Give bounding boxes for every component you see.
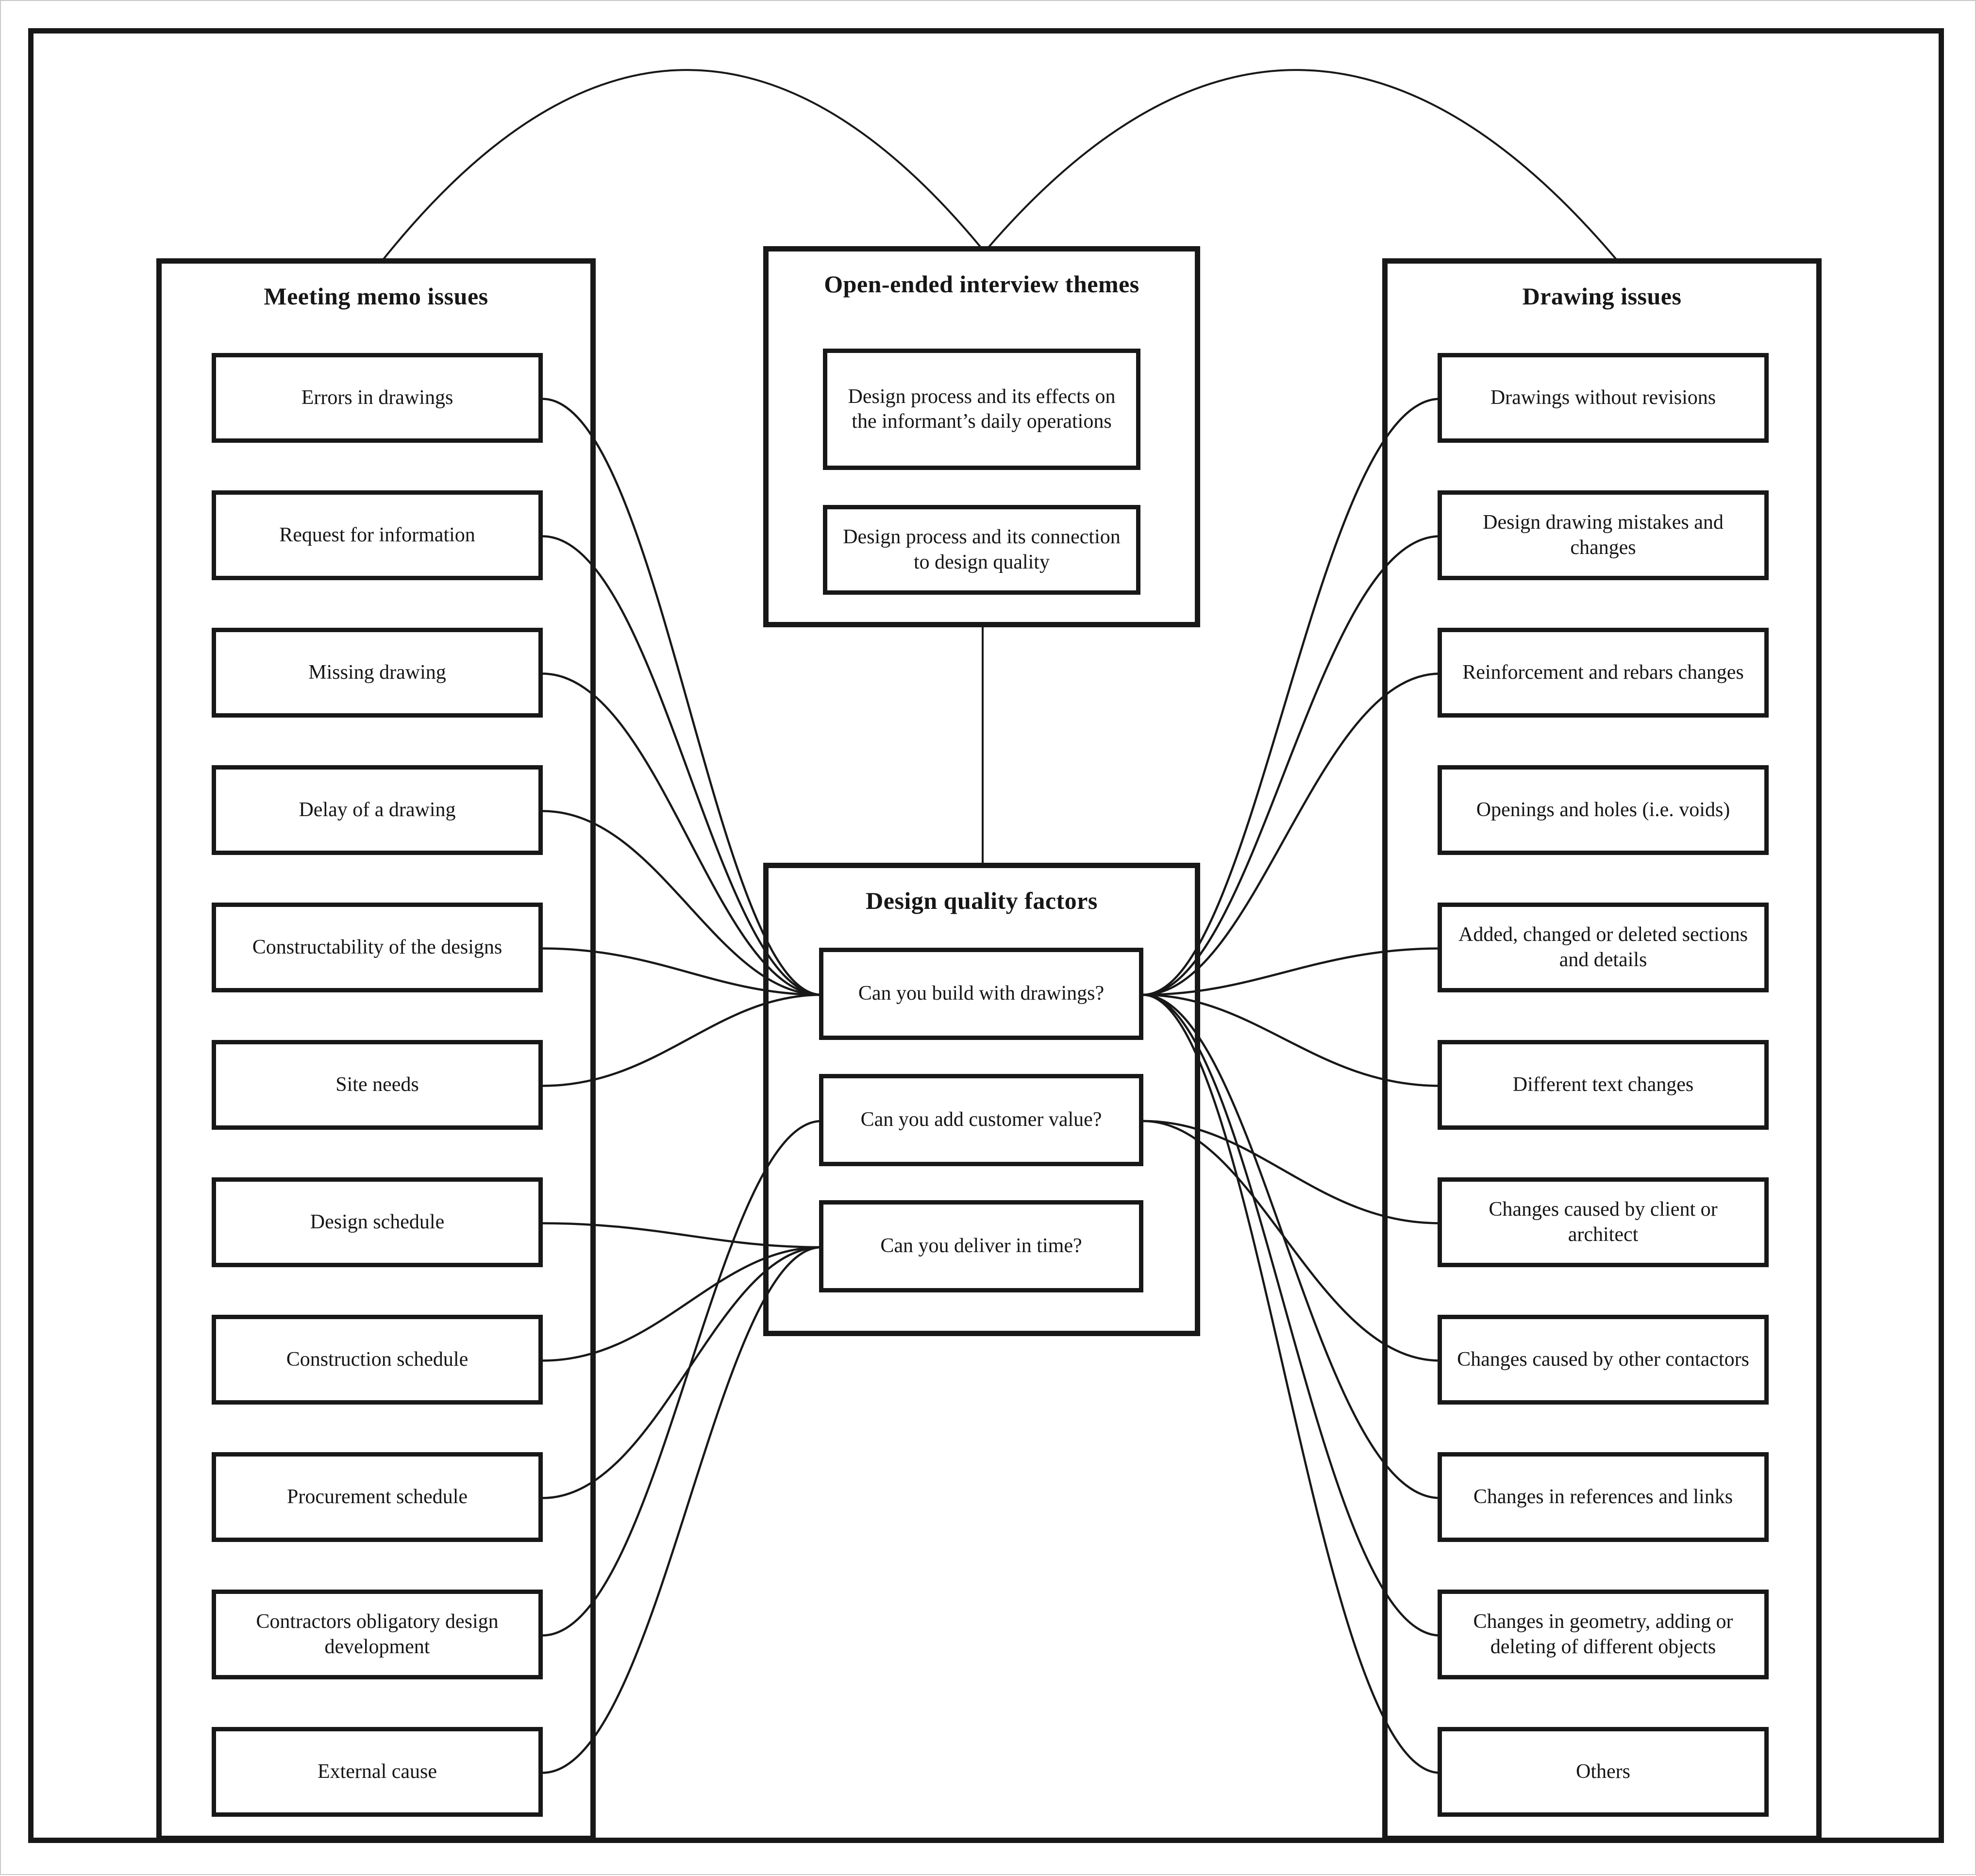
node-label: Changes in references and links	[1473, 1485, 1733, 1508]
drawing-issues-panel: Drawing issues Drawings without revision…	[1382, 258, 1822, 1841]
node-label: Design process and its effects on the in…	[848, 385, 1116, 433]
node-different-text-changes: Different text changes	[1438, 1040, 1769, 1130]
node-changes-in-geometry: Changes in geometry, adding or deleting …	[1438, 1590, 1769, 1679]
node-label: Changes caused by other contactors	[1457, 1348, 1749, 1371]
node-label: Errors in drawings	[301, 386, 453, 409]
node-changes-references-links: Changes in references and links	[1438, 1452, 1769, 1542]
node-site-needs: Site needs	[212, 1040, 543, 1130]
node-others: Others	[1438, 1727, 1769, 1817]
node-theme-daily-operations: Design process and its effects on the in…	[823, 349, 1140, 470]
node-label: Can you add customer value?	[860, 1108, 1102, 1131]
node-label: Different text changes	[1512, 1073, 1694, 1096]
drawing-issues-title: Drawing issues	[1522, 283, 1682, 310]
node-label: Drawings without revisions	[1490, 386, 1716, 409]
node-changes-client-architect: Changes caused by client or architect	[1438, 1177, 1769, 1267]
design-quality-title: Design quality factors	[866, 887, 1098, 914]
node-label: Delay of a drawing	[299, 798, 456, 821]
node-drawings-without-revisions: Drawings without revisions	[1438, 353, 1769, 443]
node-external-cause: External cause	[212, 1727, 543, 1817]
node-label: Reinforcement and rebars changes	[1462, 661, 1744, 684]
node-label: External cause	[317, 1760, 437, 1783]
node-label: Missing drawing	[308, 661, 446, 684]
node-openings-and-holes: Openings and holes (i.e. voids)	[1438, 765, 1769, 855]
node-label: Design process and its connection to des…	[843, 526, 1121, 573]
meeting-memo-title: Meeting memo issues	[264, 283, 488, 310]
node-label: Others	[1576, 1760, 1630, 1783]
node-design-schedule: Design schedule	[212, 1177, 543, 1267]
node-label: Can you deliver in time?	[880, 1235, 1082, 1257]
node-label: Design schedule	[310, 1210, 445, 1233]
interview-theme-boxes: Design process and its effects on the in…	[823, 349, 1140, 595]
design-quality-panel: Design quality factors Can you build wit…	[763, 863, 1200, 1336]
node-label: Procurement schedule	[286, 1485, 468, 1508]
node-label: Request for information	[279, 523, 475, 546]
node-errors-in-drawings: Errors in drawings	[212, 353, 543, 443]
node-label: Can you build with drawings?	[858, 982, 1105, 1005]
node-can-you-build: Can you build with drawings?	[819, 948, 1143, 1040]
node-label: Construction schedule	[286, 1348, 469, 1371]
node-label: Openings and holes (i.e. voids)	[1476, 798, 1730, 821]
node-label: Contractors obligatory design developmen…	[256, 1610, 499, 1658]
node-delay-of-a-drawing: Delay of a drawing	[212, 765, 543, 855]
node-request-for-information: Request for information	[212, 490, 543, 580]
node-changes-other-contactors: Changes caused by other contactors	[1438, 1315, 1769, 1405]
node-missing-drawing: Missing drawing	[212, 628, 543, 718]
node-label: Design drawing mistakes and changes	[1483, 511, 1724, 559]
node-can-deliver: Can you deliver in time?	[819, 1200, 1143, 1292]
interview-themes-title: Open-ended interview themes	[824, 270, 1139, 298]
node-can-add-value: Can you add customer value?	[819, 1074, 1143, 1166]
node-design-drawing-mistakes: Design drawing mistakes and changes	[1438, 490, 1769, 580]
node-contractors-obligatory: Contractors obligatory design developmen…	[212, 1590, 543, 1679]
node-label: Changes in geometry, adding or deleting …	[1473, 1610, 1733, 1658]
node-label: Constructability of the designs	[252, 936, 502, 958]
node-added-changed-deleted: Added, changed or deleted sections and d…	[1438, 903, 1769, 992]
node-procurement-schedule: Procurement schedule	[212, 1452, 543, 1542]
node-construction-schedule: Construction schedule	[212, 1315, 543, 1405]
design-quality-boxes: Can you build with drawings? Can you add …	[819, 948, 1143, 1292]
interview-themes-panel: Open-ended interview themes Design proce…	[763, 246, 1200, 627]
node-constructability: Constructability of the designs	[212, 903, 543, 992]
node-theme-design-quality: Design process and its connection to des…	[823, 505, 1140, 595]
node-reinforcement-rebars: Reinforcement and rebars changes	[1438, 628, 1769, 718]
node-label: Added, changed or deleted sections and d…	[1458, 923, 1748, 971]
node-label: Changes caused by client or architect	[1489, 1198, 1718, 1246]
node-label: Site needs	[335, 1073, 419, 1096]
